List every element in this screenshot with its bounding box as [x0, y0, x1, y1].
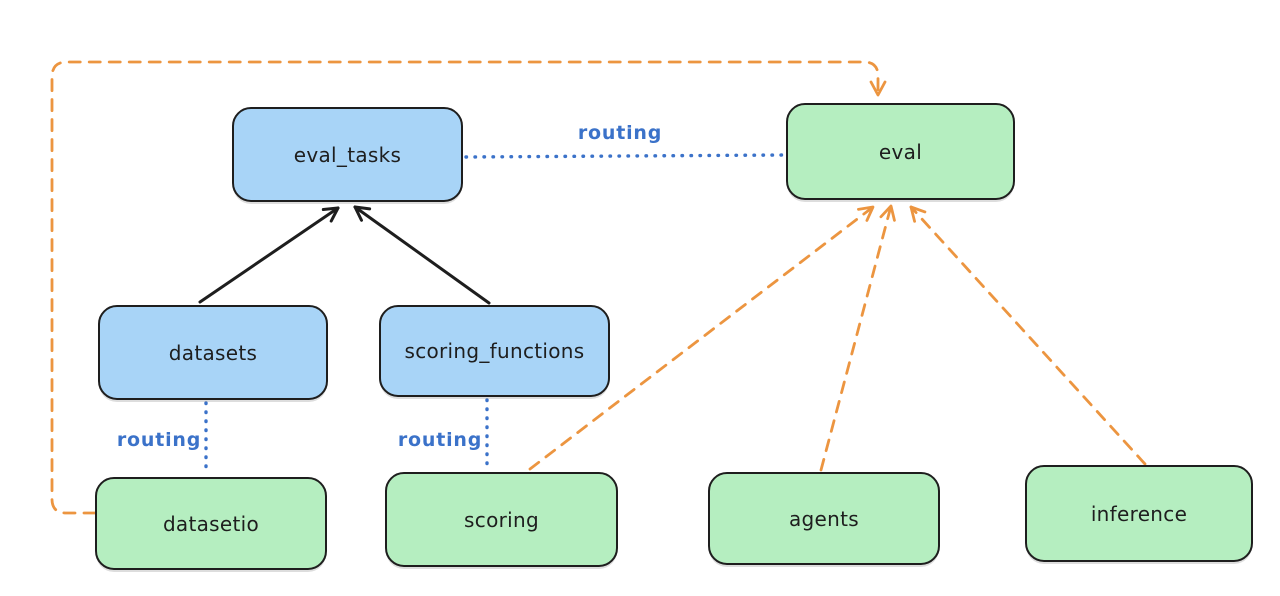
edge-label-scoring_functions-routing-scoring: routing — [398, 429, 482, 451]
edge-scoring-to-eval — [528, 205, 875, 471]
edge-scoring_functions-to-eval_tasks — [353, 205, 491, 305]
edge-label-eval_tasks-routing-eval: routing — [578, 122, 662, 144]
edge-label-datasets-routing-datasetio: routing — [117, 429, 201, 451]
edge-agents-to-eval — [819, 204, 896, 472]
edge-datasets-to-eval_tasks — [198, 206, 340, 304]
edge-datasetio-to-eval-loop — [50, 60, 887, 515]
edge-eval_tasks-routing-eval — [464, 153, 785, 159]
edge-inference-to-eval — [909, 205, 1147, 466]
